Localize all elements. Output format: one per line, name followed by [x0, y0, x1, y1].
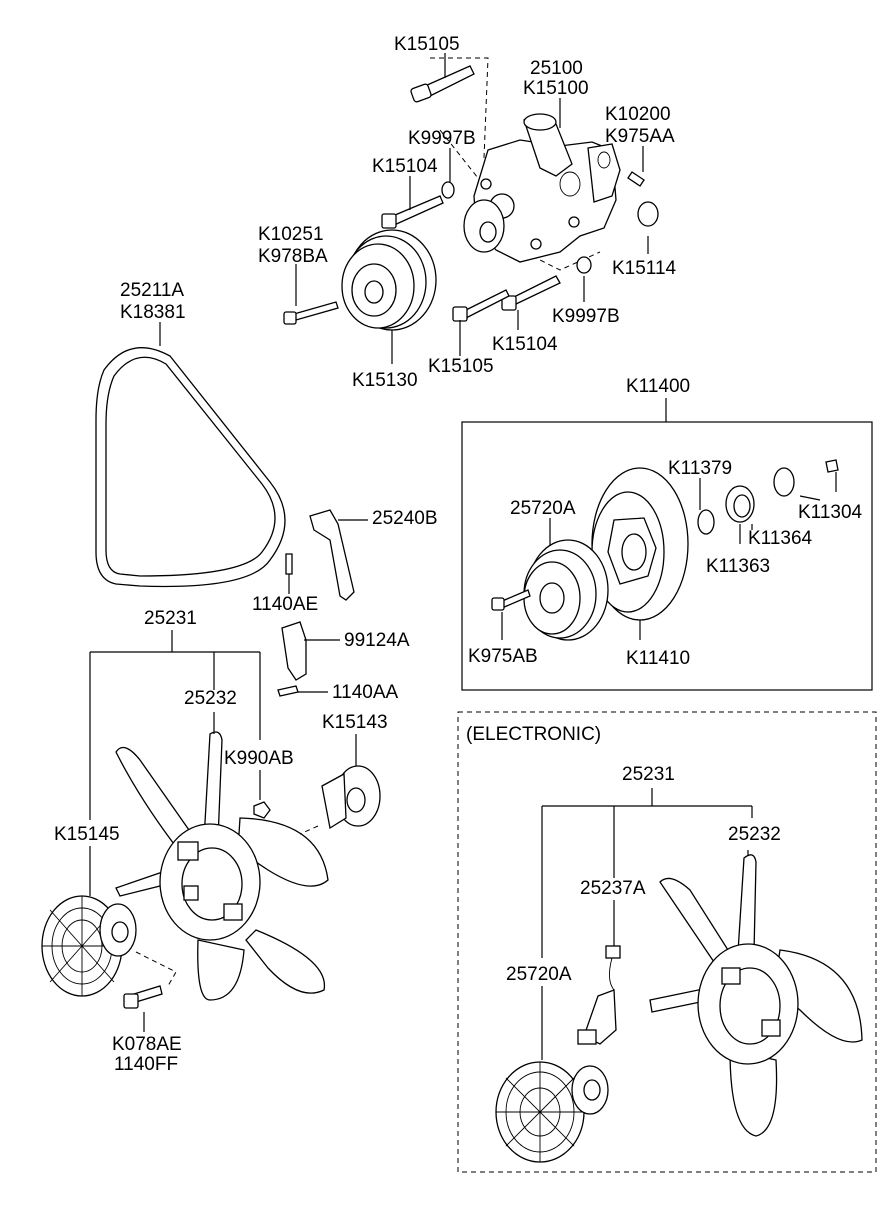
bolt-head-k10251 — [283, 311, 297, 325]
label-k11410: K11410 — [626, 648, 690, 669]
bolt-k10251 — [293, 301, 339, 321]
label-1140ff: 1140FF — [114, 1054, 178, 1075]
label-k078ae: K078AE — [112, 1034, 182, 1055]
fan-assembly — [41, 630, 381, 1032]
bearing-k11363 — [725, 485, 755, 523]
label-k11400: K11400 — [626, 376, 690, 397]
o-ring-k15114 — [637, 201, 659, 227]
bolt-head-k15105-bottom — [452, 306, 468, 322]
label-k10200: K10200 — [605, 104, 671, 125]
pump-hub-flange — [463, 199, 505, 253]
bolt-1140aa — [277, 685, 299, 697]
bolt-head-k078ae — [123, 993, 139, 1009]
label-k15145: K15145 — [54, 824, 120, 845]
label-k10251: K10251 — [258, 224, 324, 245]
electronic-box — [457, 711, 877, 1173]
pulley-k15130 — [341, 229, 437, 331]
electronic-fan-assembly — [495, 788, 863, 1163]
label-k975aa: K975AA — [605, 126, 675, 147]
label-k15143: K15143 — [322, 712, 388, 733]
bolt-k10200 — [627, 171, 645, 187]
label-25231: 25231 — [144, 608, 197, 629]
label-1140aa: 1140AA — [332, 682, 399, 703]
pin-k11304 — [825, 459, 839, 473]
label-electronic-25232: 25232 — [728, 824, 781, 845]
water-pump-assembly — [283, 53, 659, 364]
label-k15105-bottom: K15105 — [428, 356, 494, 377]
seal-k11379 — [697, 509, 715, 535]
electronic-fan-blades — [649, 854, 863, 1137]
label-k11364: K11364 — [748, 528, 813, 549]
bolt-head-k15104-top — [381, 213, 397, 229]
label-k975ab: K975AB — [468, 646, 538, 667]
label-25211a: 25211A — [120, 280, 184, 301]
fan-clutch-k15145 — [41, 895, 177, 997]
label-k15104-bottom: K15104 — [492, 334, 558, 355]
bolt-k15104-bottom — [511, 275, 561, 305]
label-k15104-top: K15104 — [372, 156, 438, 177]
label-k11363: K11363 — [706, 556, 770, 577]
label-electronic-25720a: 25720A — [506, 964, 572, 985]
bolt-head-k975ab — [491, 597, 505, 611]
label-k15100: K15100 — [523, 78, 589, 99]
label-k990ab: K990AB — [224, 748, 294, 769]
label-electronic-25231: 25231 — [622, 764, 675, 785]
part-labels: K15105 25100 K15100 K10200 K975AA K9997B… — [54, 34, 863, 1075]
label-25720a-box: 25720A — [510, 498, 576, 519]
fan-blades-25232 — [115, 731, 329, 1001]
label-k15130: K15130 — [352, 370, 418, 391]
label-k15114: K15114 — [612, 258, 677, 279]
label-k18381: K18381 — [120, 302, 186, 323]
bolt-1140ae — [285, 553, 293, 575]
label-k9997b-bottom: K9997B — [552, 306, 620, 327]
label-99124a: 99124A — [344, 630, 410, 651]
label-1140ae: 1140AE — [252, 594, 318, 615]
label-electronic-25237a: 25237A — [580, 878, 646, 899]
bracket-99124a — [281, 621, 340, 681]
drive-belt-25211a — [95, 322, 286, 588]
label-k9997b-top: K9997B — [408, 128, 476, 149]
pulley-k11410 — [591, 467, 689, 621]
coupling-k15143 — [299, 765, 381, 835]
label-k11379: K11379 — [668, 458, 732, 479]
kit-box-k11400 — [461, 421, 873, 691]
washer-k9997b-bottom — [576, 256, 592, 274]
label-25240b: 25240B — [372, 508, 438, 529]
label-k15105-top: K15105 — [394, 34, 460, 55]
sensor-25237a — [577, 945, 621, 1045]
nut-k990ab — [253, 801, 271, 819]
bolt-k15105-top — [410, 65, 475, 103]
label-k11304: K11304 — [798, 502, 863, 523]
water-pump-body — [473, 113, 621, 263]
snap-ring-k11364 — [773, 467, 795, 497]
label-k978ba: K978BA — [258, 246, 328, 267]
label-25232: 25232 — [184, 688, 237, 709]
washer-k9997b-top — [441, 181, 455, 199]
pulley-25720a — [523, 539, 609, 641]
label-25100: 25100 — [530, 58, 583, 79]
label-electronic: (ELECTRONIC) — [466, 724, 601, 745]
bracket-25240b — [309, 509, 368, 601]
electronic-fan-clutch — [495, 1061, 609, 1163]
